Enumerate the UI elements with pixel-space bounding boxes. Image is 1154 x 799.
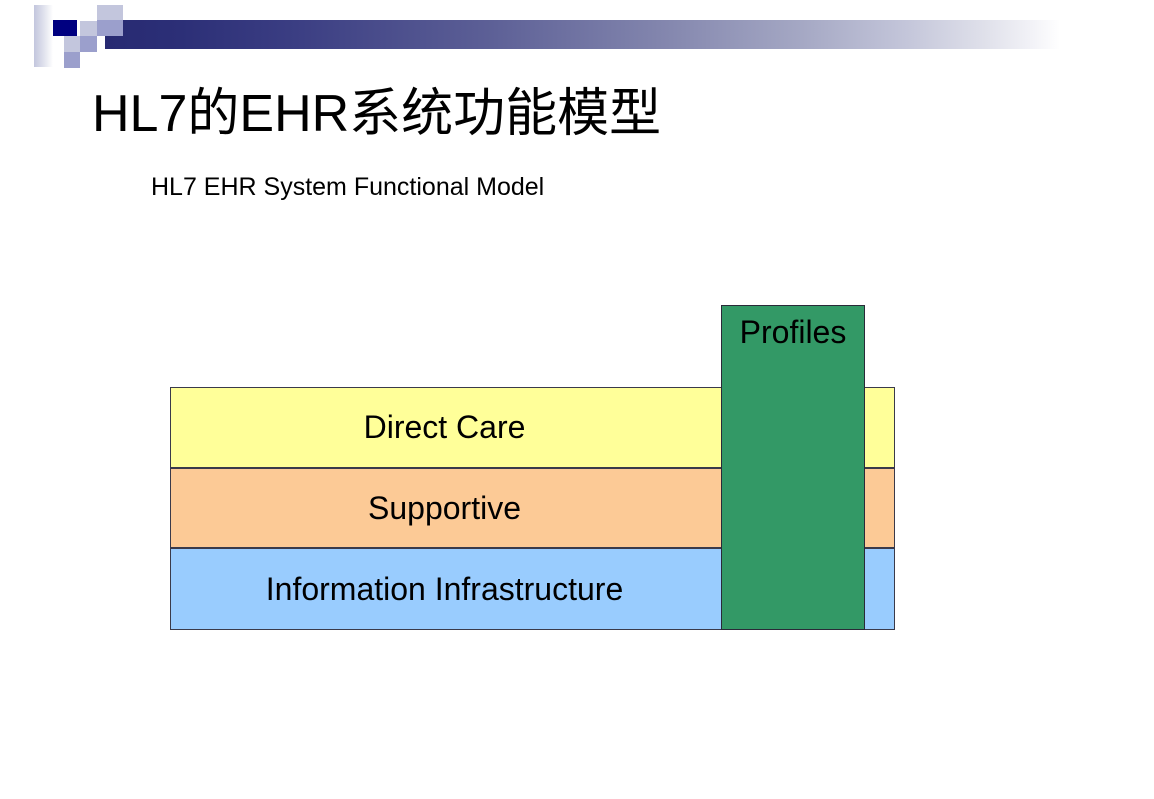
- band-direct-care-label: Direct Care: [363, 409, 526, 445]
- decoration-square-1: [53, 5, 77, 20]
- decoration-gradient-bar: [105, 20, 1060, 49]
- profiles-column: Profiles: [721, 305, 865, 630]
- decoration-square-10: [80, 36, 97, 52]
- decoration-square-3: [97, 5, 123, 21]
- decoration-square-7: [97, 20, 123, 36]
- profiles-label: Profiles: [739, 314, 847, 350]
- page-title: HL7的EHR系统功能模型: [92, 85, 662, 143]
- page-subtitle: HL7 EHR System Functional Model: [151, 173, 545, 201]
- header-decoration: [0, 0, 1154, 80]
- decoration-square-6: [80, 21, 97, 36]
- decoration-square-11: [64, 52, 80, 68]
- decoration-square-9: [64, 36, 80, 52]
- decoration-light-column: [34, 5, 53, 67]
- band-supportive-label: Supportive: [368, 489, 521, 526]
- decoration-square-4: [53, 20, 77, 36]
- band-information-infrastructure-label: Information Infrastructure: [265, 570, 624, 607]
